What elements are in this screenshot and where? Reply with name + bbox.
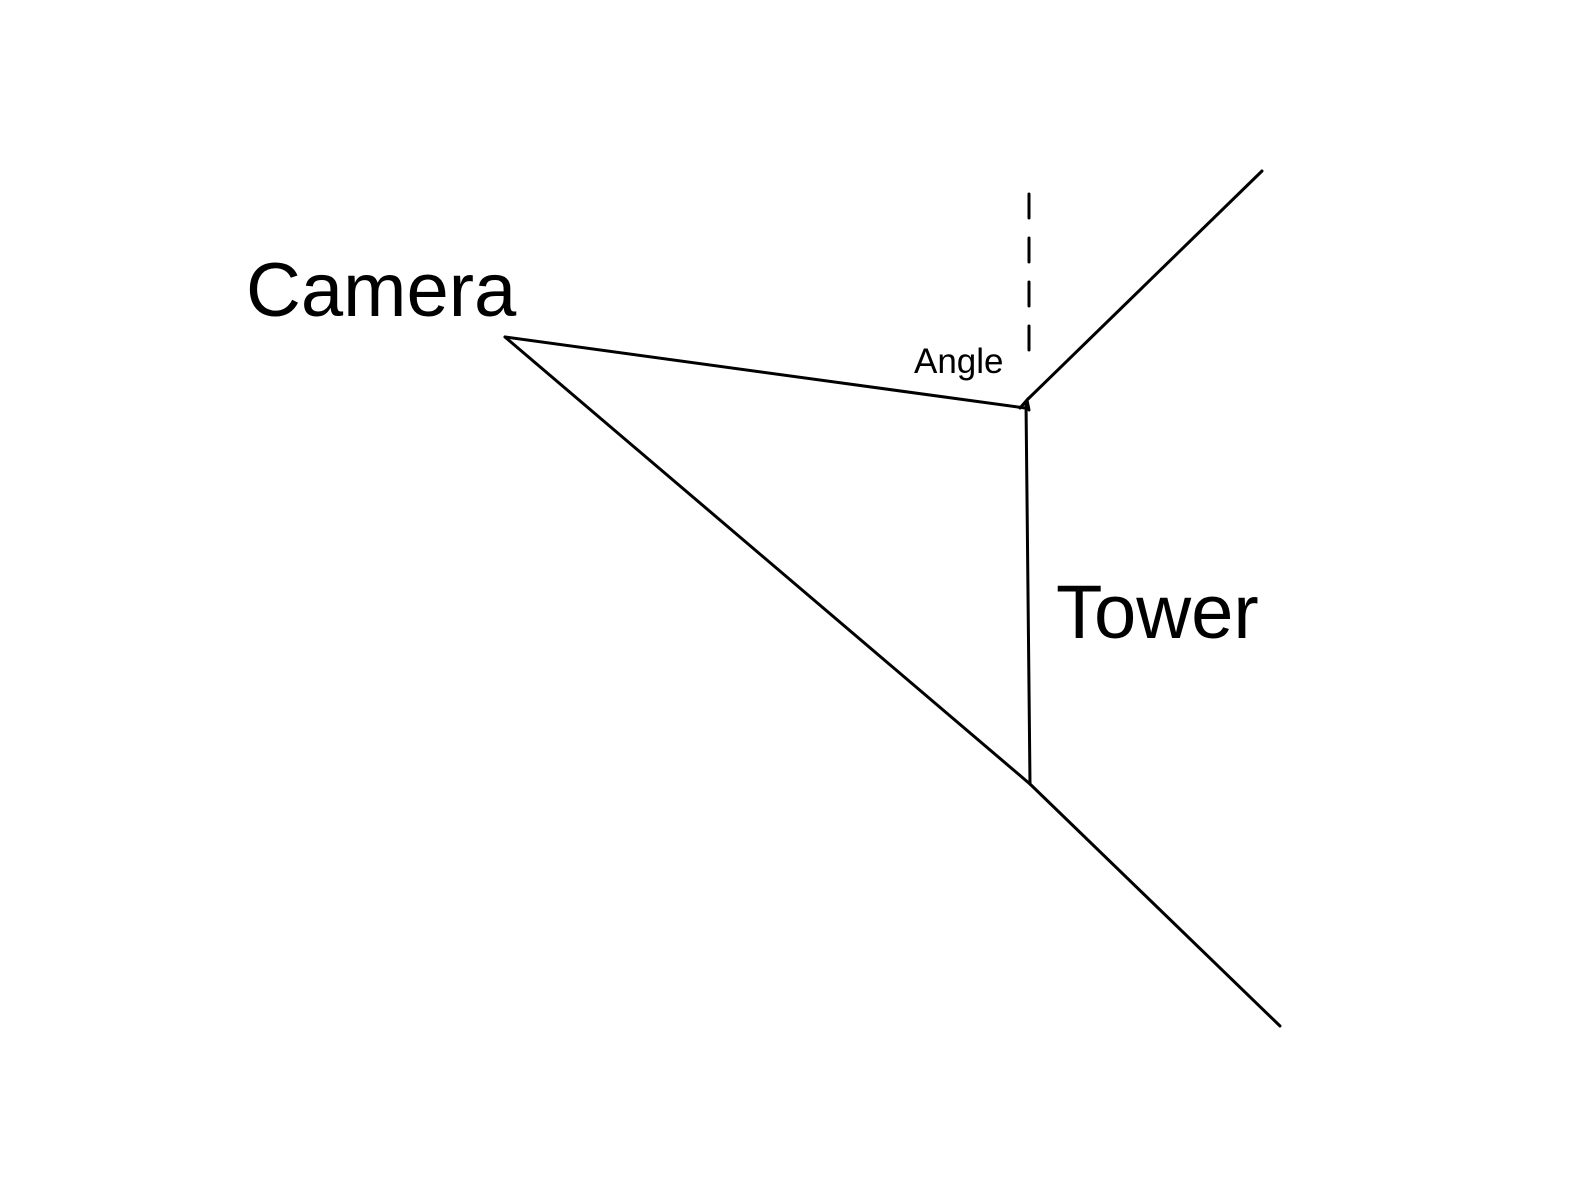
camera-label: Camera [246, 248, 517, 333]
hillside-line [503, 335, 1032, 786]
angle-label: Angle [914, 342, 1004, 381]
tower-label: Tower [1056, 570, 1259, 655]
sight-line [503, 335, 1027, 410]
upper-slope-line [1025, 169, 1264, 402]
tower-line [1024, 400, 1032, 786]
tower-top-vertex-mark [1018, 396, 1031, 412]
lower-slope-line [1028, 782, 1282, 1028]
